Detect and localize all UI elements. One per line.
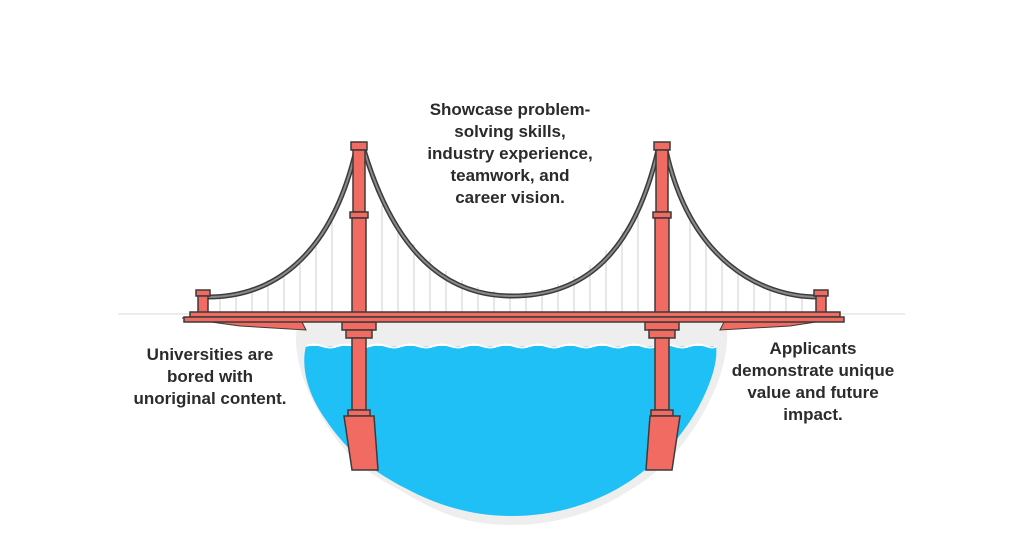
right-tower bbox=[644, 141, 681, 471]
water bbox=[304, 346, 717, 516]
main-cables bbox=[207, 149, 819, 300]
bridge-deck bbox=[183, 311, 845, 323]
caption-right: Applicants demonstrate unique value and … bbox=[731, 339, 895, 424]
water-surface-wave bbox=[305, 343, 717, 349]
caption-top: Showcase problem- solving skills, indust… bbox=[427, 100, 593, 207]
left-tower bbox=[341, 141, 379, 471]
caption-left: Universities are bored with unoriginal c… bbox=[133, 345, 287, 408]
